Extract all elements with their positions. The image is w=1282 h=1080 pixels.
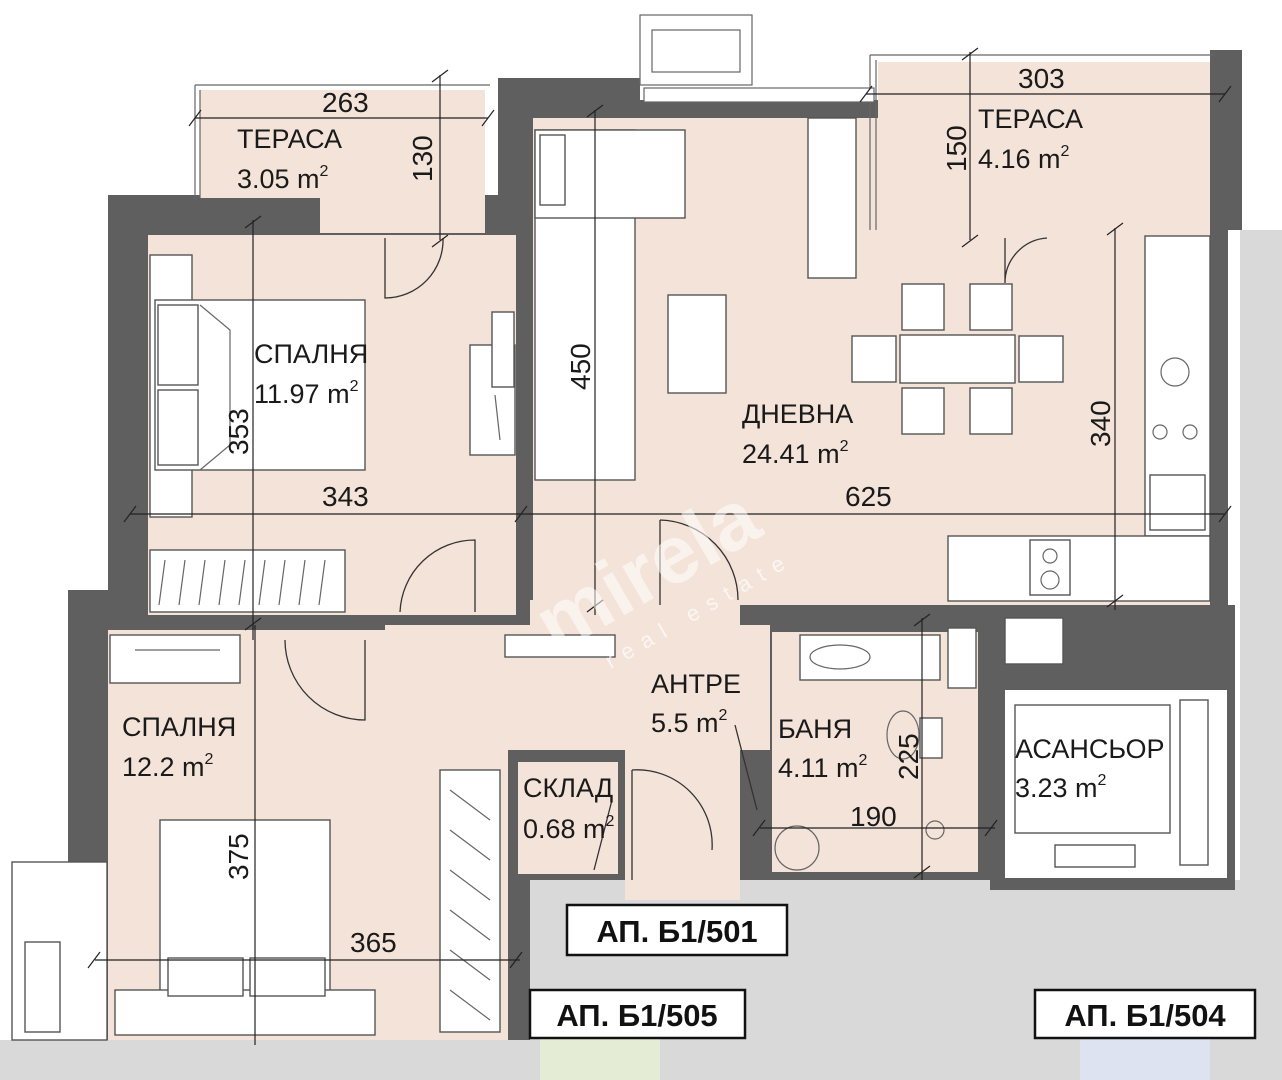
room-labels: ТЕРАСА 3.05 m2 ТЕРАСА 4.16 m2 СПАЛНЯ 11.… (122, 104, 1164, 844)
dim-bedroom-top-width: 343 (322, 481, 369, 512)
terrace-railings (194, 14, 1215, 230)
dim-kitchen-depth: 340 (1085, 400, 1116, 447)
dim-bedroom-top-depth: 353 (223, 408, 254, 455)
apartment-tag-main-text: АП. Б1/501 (596, 914, 757, 949)
dim-terrace-right-width: 303 (1018, 63, 1065, 94)
room-name-hall: АНТРЕ (651, 669, 741, 699)
room-area-bathroom: 4.11 m2 (778, 752, 868, 783)
dim-terrace-left-width: 263 (322, 87, 369, 118)
room-area-terrace-left: 3.05 m2 (237, 163, 329, 194)
room-name-terrace-right: ТЕРАСА (978, 104, 1083, 134)
doors (284, 237, 1048, 880)
dim-living-width: 625 (845, 481, 892, 512)
room-name-terrace-left: ТЕРАСА (237, 124, 342, 154)
room-area-bedroom-bottom: 12.2 m2 (122, 751, 214, 782)
dim-bedroom-bottom-width: 365 (350, 927, 397, 958)
room-area-terrace-right: 4.16 m2 (978, 143, 1070, 174)
apartment-tags: АП. Б1/501 АП. Б1/505 АП. Б1/504 (528, 903, 1257, 1040)
room-name-bedroom-bottom: СПАЛНЯ (122, 712, 236, 742)
apartment-tag-left-text: АП. Б1/505 (556, 998, 717, 1033)
dim-terrace-left-depth: 130 (407, 135, 438, 182)
room-area-elevator: 3.23 m2 (1015, 772, 1107, 803)
dim-bath-depth: 225 (893, 733, 924, 780)
dim-terrace-right-depth: 150 (941, 125, 972, 172)
room-name-bedroom-top: СПАЛНЯ (254, 339, 368, 369)
room-area-storage: 0.68 m2 (523, 813, 615, 844)
dim-bath-width: 190 (850, 801, 897, 832)
room-area-hall: 5.5 m2 (651, 707, 728, 738)
apartment-tag-left: АП. Б1/505 (528, 988, 747, 1040)
dim-living-depth: 450 (565, 343, 596, 390)
room-area-bedroom-top: 11.97 m2 (254, 378, 359, 409)
apartment-tag-right: АП. Б1/504 (1033, 988, 1257, 1040)
dim-bedroom-bottom-depth: 375 (223, 833, 254, 880)
room-area-living: 24.41 m2 (742, 438, 849, 469)
room-name-storage: СКЛАД (523, 773, 613, 803)
apartment-tag-right-text: АП. Б1/504 (1064, 998, 1226, 1033)
room-name-living: ДНЕВНА (742, 399, 853, 429)
dimension-values: 263 130 303 150 343 353 450 625 340 190 … (223, 63, 1116, 958)
dimension-lines (87, 47, 1232, 1045)
apartment-tag-main: АП. Б1/501 (565, 903, 789, 957)
furniture (11, 117, 1211, 1041)
room-name-bathroom: БАНЯ (778, 714, 852, 744)
room-name-elevator: АСАНСЬОР (1015, 734, 1164, 764)
